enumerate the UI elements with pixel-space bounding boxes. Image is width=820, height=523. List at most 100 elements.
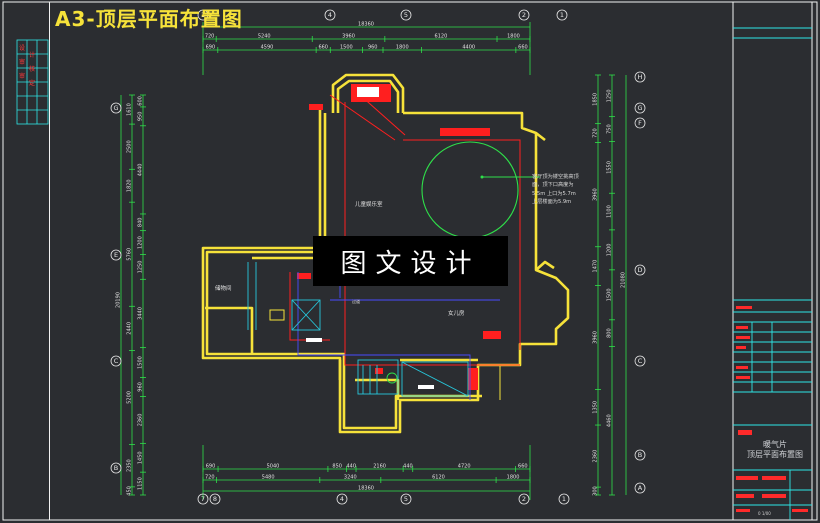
axis-bubble-bottom-label: 7	[201, 495, 205, 503]
dim-left-col2: 600	[138, 96, 144, 106]
dim-right-col1: 300	[593, 486, 599, 496]
dim-left-col1: 450	[127, 486, 133, 496]
dim-left-col2: 1450	[138, 451, 144, 464]
axis-bubble-right-label: F	[638, 119, 642, 127]
dim-right-col1: 1850	[593, 93, 599, 106]
axis-bubble-bottom	[336, 493, 348, 505]
title-block-red-marks	[736, 306, 808, 512]
dimension-lines	[120, 22, 627, 500]
dim-top-row2: 660	[318, 45, 328, 51]
dim-right-col2: 750	[607, 124, 613, 134]
axis-bubble-right-label: G	[637, 104, 642, 112]
dim-bottom-row1: 5040	[267, 464, 280, 470]
dim-bottom-row1: 440	[403, 464, 413, 470]
ceiling-note-line: 5.5m 上口为5.7m	[532, 190, 576, 197]
dome-center-dot	[480, 175, 484, 179]
hvac-units-white	[306, 87, 434, 389]
axis-bubble-left	[110, 355, 122, 367]
dim-bottom-row1: 690	[206, 464, 216, 470]
dim-top-row1: 3960	[342, 34, 355, 40]
walls	[201, 73, 570, 434]
sheet-title: A3-顶层平面布置图	[55, 7, 243, 31]
dim-left-col1: 2350	[127, 459, 133, 472]
title-block	[733, 27, 812, 520]
fixtures	[247, 262, 469, 397]
axis-bubble-top	[324, 9, 336, 21]
dim-right-col1: 1350	[593, 401, 599, 414]
left-strip-char: 核	[29, 65, 35, 73]
axis-bubble-left-label: E	[114, 251, 118, 259]
room-label-daughter: 女儿房	[448, 309, 465, 317]
dim-bottom-row2: 5480	[262, 475, 275, 481]
axis-bubble-top	[400, 9, 412, 21]
dim-right-col1: 720	[593, 128, 599, 138]
axis-bubble-bottom-label: 1	[562, 495, 566, 503]
axis-bubble-left-label: G	[113, 104, 118, 112]
room-label-corridor: 过道	[352, 298, 360, 304]
dim-right-col1: 1470	[593, 260, 599, 273]
dim-top-row2: 4400	[462, 45, 475, 51]
axis-bubble-right	[634, 482, 646, 494]
dim-bottom-row1: 2160	[373, 464, 386, 470]
dim-left-col2: 960	[138, 382, 144, 392]
dim-bottom-row1: 4720	[458, 464, 471, 470]
dim-left-col1: 5200	[127, 391, 133, 404]
dim-left-col2: 2360	[138, 414, 144, 427]
axis-bubble-right-label: H	[638, 73, 643, 81]
axis-bubble-top-label: 2	[522, 11, 526, 19]
axis-bubble-top	[197, 9, 209, 21]
dim-top-row1: 1800	[507, 34, 520, 40]
axis-bubble-top-label: 4	[328, 11, 332, 19]
sheet-code: 0 1/00	[758, 511, 771, 516]
dim-total-left: 20190	[116, 292, 122, 308]
dim-left-col1: 1610	[127, 103, 133, 116]
axis-bubble-bottom	[558, 493, 570, 505]
dim-top-row2: 690	[206, 45, 216, 51]
dim-bottom-row2: 6120	[432, 475, 445, 481]
dim-left-col2: 1250	[138, 261, 144, 274]
axis-bubble-top-label: 5	[404, 11, 408, 19]
dim-left-col2: 1150	[138, 477, 144, 490]
dim-bottom-row2: 1800	[507, 475, 520, 481]
axis-bubble-left	[110, 249, 122, 261]
dim-top-row1: 6120	[435, 34, 448, 40]
drawing-name-line1: 暖气片	[763, 440, 787, 449]
dim-left-col2: 950	[138, 112, 144, 122]
dim-bottom-row2: 3240	[344, 475, 357, 481]
dimension-ticks	[129, 36, 615, 496]
dim-right-col1: 2360	[593, 450, 599, 463]
axis-bubble-bottom	[518, 493, 530, 505]
dim-total-top: 18360	[358, 22, 374, 28]
dim-left-col1: 5760	[127, 248, 133, 261]
dim-top-row2: 4590	[261, 45, 274, 51]
dim-right-col2: 1250	[607, 89, 613, 102]
axis-bubble-right	[634, 102, 646, 114]
axis-bubble-right	[634, 71, 646, 83]
dim-bottom-row1: 850	[332, 464, 342, 470]
title-block-drawing-name: 暖气片 顶层平面布置图	[734, 440, 816, 460]
dim-bottom-row1: 660	[518, 464, 528, 470]
dim-top-row2: 960	[368, 45, 378, 51]
dim-total-right: 21080	[621, 272, 627, 288]
dim-right-col2: 4460	[607, 414, 613, 427]
axis-bubble-left-label: C	[114, 357, 119, 365]
left-strip-char: 定	[29, 79, 35, 87]
axis-bubble-right-label: D	[637, 266, 642, 274]
axis-bubble-left	[110, 462, 122, 474]
left-strip-char: 审	[19, 58, 25, 66]
dim-left-col2: 1200	[138, 236, 144, 249]
axis-bubble-bottom-label: 5	[404, 495, 408, 503]
axis-bubble-top-label: 1	[560, 11, 564, 19]
dim-bottom-row2: 720	[205, 475, 215, 481]
dim-right-col2: 1550	[607, 161, 613, 174]
ceiling-note-line: 面，顶下口高度为	[532, 182, 574, 189]
dim-left-col2: 1500	[138, 356, 144, 369]
watermark-banner: 图文设计	[313, 236, 508, 286]
dim-left-col1: 2440	[127, 322, 133, 335]
axis-bubble-left	[110, 102, 122, 114]
